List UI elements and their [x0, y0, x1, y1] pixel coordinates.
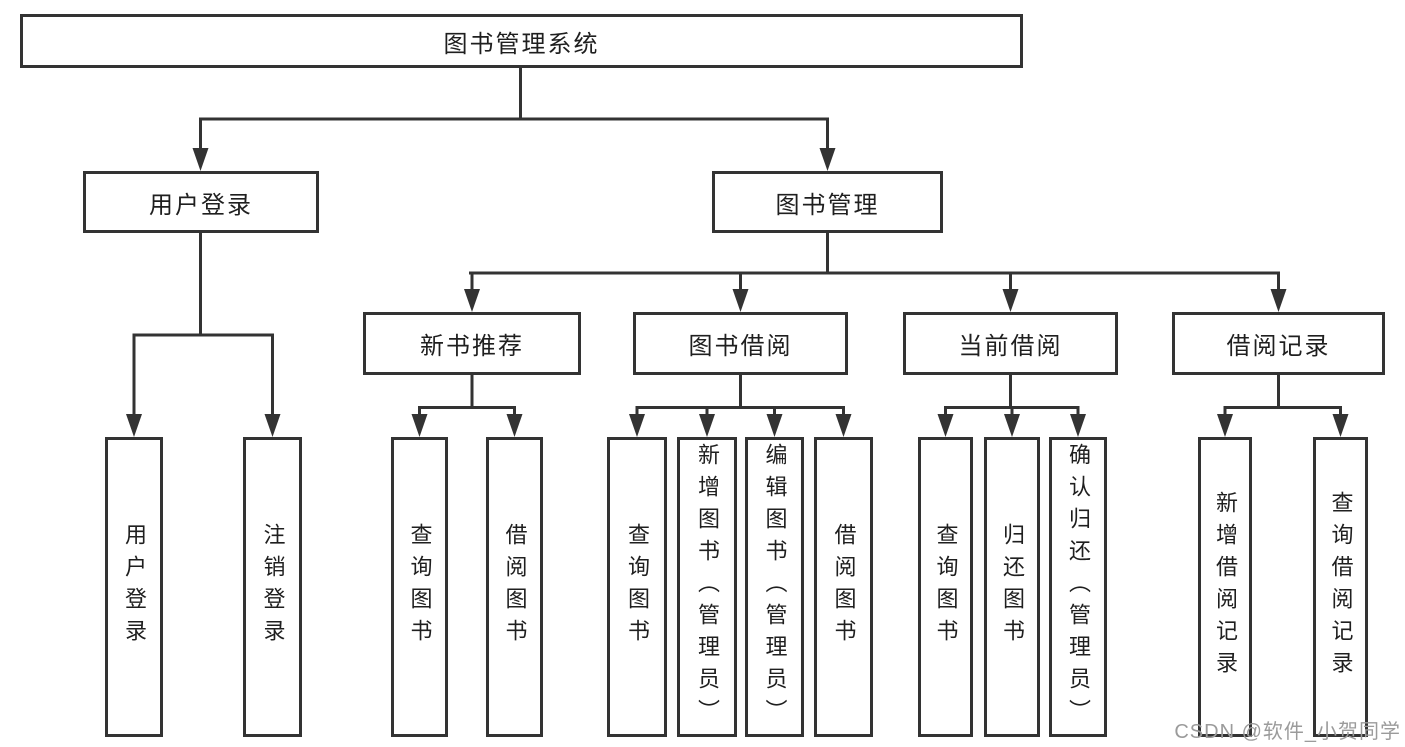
node-book-borrow: 图书借阅: [633, 312, 848, 375]
leaf-logout-label: 注销登录: [260, 523, 286, 651]
node-current-borrow: 当前借阅: [903, 312, 1118, 375]
csdn-watermark: CSDN @软件_小贺同学: [1174, 721, 1401, 743]
leaf-br-add-record-label: 新增借阅记录: [1213, 491, 1238, 683]
node-user-login: 用户登录: [83, 171, 319, 233]
leaf-bb-query-book-label: 查询图书: [625, 523, 650, 651]
leaf-bb-borrow-book: 借阅图书: [814, 437, 873, 737]
leaf-cb-return-book-label: 归还图书: [1000, 523, 1025, 651]
leaf-user-login-label: 用户登录: [122, 523, 147, 651]
node-root: 图书管理系统: [20, 14, 1023, 68]
leaf-bb-edit-book-admin-label: 编辑图书（管理员）: [762, 443, 788, 731]
leaf-user-login: 用户登录: [105, 437, 163, 737]
node-new-book-recommend: 新书推荐: [363, 312, 581, 375]
leaf-bb-add-book-admin: 新增图书（管理员）: [677, 437, 737, 737]
leaf-br-add-record: 新增借阅记录: [1198, 437, 1252, 737]
leaf-br-query-record-label: 查询借阅记录: [1328, 491, 1354, 683]
leaf-cb-return-book: 归还图书: [984, 437, 1040, 737]
leaf-logout: 注销登录: [243, 437, 302, 737]
node-borrow-records: 借阅记录: [1172, 312, 1385, 375]
leaf-cb-query-book: 查询图书: [918, 437, 973, 737]
leaf-rec-query-book-label: 查询图书: [407, 523, 433, 651]
leaf-br-query-record: 查询借阅记录: [1313, 437, 1368, 737]
leaf-bb-query-book: 查询图书: [607, 437, 667, 737]
leaf-cb-confirm-return-admin-label: 确认归还（管理员）: [1066, 443, 1091, 731]
leaf-cb-query-book-label: 查询图书: [933, 523, 959, 651]
leaf-bb-add-book-admin-label: 新增图书（管理员）: [695, 443, 720, 731]
leaf-rec-borrow-book-label: 借阅图书: [502, 523, 528, 651]
node-book-management: 图书管理: [712, 171, 943, 233]
leaf-rec-query-book: 查询图书: [391, 437, 448, 737]
leaf-bb-borrow-book-label: 借阅图书: [831, 523, 857, 651]
leaf-rec-borrow-book: 借阅图书: [486, 437, 543, 737]
leaf-cb-confirm-return-admin: 确认归还（管理员）: [1049, 437, 1107, 737]
leaf-bb-edit-book-admin: 编辑图书（管理员）: [745, 437, 804, 737]
